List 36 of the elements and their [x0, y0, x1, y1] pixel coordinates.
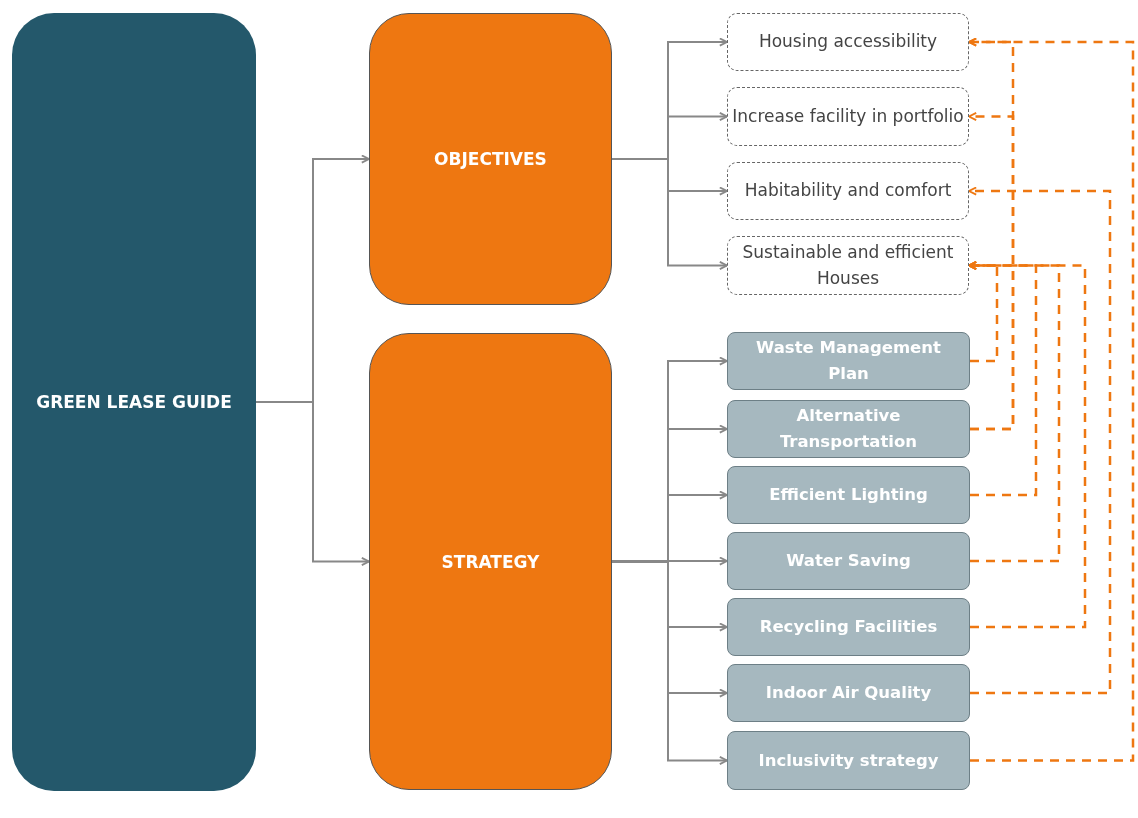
- root-box: [12, 13, 256, 791]
- category-box: [369, 13, 612, 305]
- node-label: OBJECTIVES: [434, 149, 547, 169]
- strategy-box: [727, 332, 970, 390]
- node-label: Water Saving: [786, 550, 911, 573]
- node-label: Indoor Air Quality: [765, 682, 932, 705]
- strategy-box: [727, 532, 970, 590]
- node-label: Habitability and comfort: [744, 179, 952, 203]
- dashed-arrow: [968, 37, 1135, 762]
- node-label: Efficient Lighting: [769, 484, 928, 507]
- strategy-box: [727, 466, 970, 524]
- strategy-box: [727, 731, 970, 790]
- node-label: GREEN LEASE GUIDE: [36, 392, 232, 412]
- arrow: [255, 401, 370, 566]
- node-label: Alternative Transportation: [778, 405, 919, 453]
- node-label: Sustainable and efficient Houses: [741, 241, 955, 290]
- node-label: Waste Management Plan: [755, 337, 942, 385]
- dashed-arrow: [968, 112, 1015, 431]
- node-label: Increase facility in portfolio: [732, 104, 964, 128]
- dashed-arrow: [968, 261, 999, 363]
- node-label: Housing accessibility: [758, 30, 938, 54]
- strategy-box: [727, 400, 970, 458]
- objective-box: [727, 162, 969, 220]
- objective-box: [727, 87, 969, 146]
- node-label: Recycling Facilities: [759, 616, 938, 639]
- objective-box: [727, 236, 969, 295]
- dashed-arrow: [968, 261, 1061, 563]
- strategy-box: [727, 664, 970, 722]
- node-label: Inclusivity strategy: [758, 749, 939, 772]
- category-box: [369, 333, 612, 790]
- node-label: STRATEGY: [441, 551, 540, 572]
- arrow: [611, 560, 728, 765]
- strategy-box: [727, 598, 970, 656]
- dashed-arrow: [968, 186, 1112, 695]
- objective-box: [727, 13, 969, 71]
- dashed-arrow: [968, 261, 1087, 629]
